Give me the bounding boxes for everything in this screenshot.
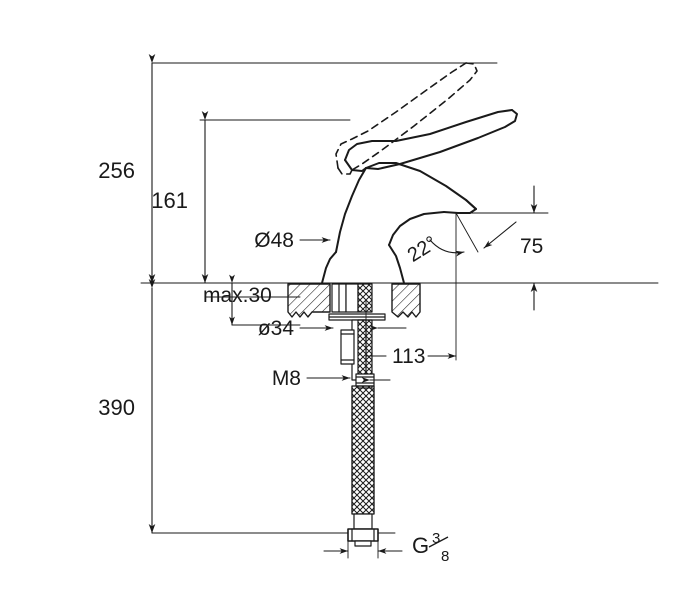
counter-section (287, 283, 421, 318)
thread-numerator: 3 (432, 530, 440, 547)
faucet-body-outline (321, 162, 477, 284)
lever-handle-raised (335, 62, 478, 175)
label-390: 390 (98, 395, 135, 420)
label-m8: M8 (272, 367, 301, 390)
label-256: 256 (98, 158, 135, 183)
label-d48: Ø48 (254, 229, 294, 252)
dimension-thread (323, 537, 403, 559)
lever-handle-closed (344, 109, 518, 172)
label-161: 161 (151, 188, 188, 213)
label-d34: ø34 (258, 317, 295, 340)
svg-text:22°: 22° (404, 232, 441, 267)
dimension-angle-22 (429, 212, 517, 257)
supply-hose (347, 385, 379, 547)
reference-lines (140, 62, 659, 534)
label-angle-22: 22° (404, 232, 441, 267)
label-thread-g38: G 3 8 (412, 530, 449, 565)
label-113: 113 (392, 345, 425, 368)
mounting-hardware (328, 283, 386, 389)
dimension-113 (365, 212, 457, 361)
label-75: 75 (520, 235, 543, 258)
dimension-m8 (306, 375, 391, 383)
thread-denominator: 8 (441, 548, 449, 565)
svg-text:G: G (412, 533, 429, 558)
label-max30: max.30 (203, 284, 272, 307)
